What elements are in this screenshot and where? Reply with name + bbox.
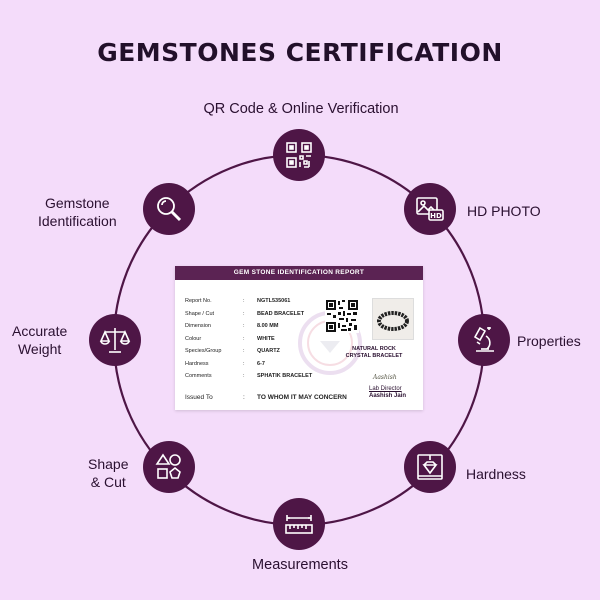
card-row-value: NGTL535061 [257,298,291,304]
card-row-colon: : [243,323,245,329]
card-row-key: Dimension [185,323,211,329]
card-row-key: Species/Group [185,348,222,354]
ruler-icon [275,500,323,548]
card-row-colon: : [243,348,245,354]
label-hd-photo: HD PHOTO [467,203,541,219]
label-accurate-weight: Accurate Weight [12,323,68,357]
card-row-value: QUARTZ [257,348,280,354]
card-row: Comments: SPHATIK BRACELET [185,372,312,380]
microscope-icon [460,316,508,364]
card-row-key: Hardness [185,360,209,367]
card-row-value: WHITE [257,335,275,342]
card-row-colon: : [243,360,245,367]
issued-row: Issued To:TO WHOM IT MAY CONCERN [185,394,347,401]
photo-caption: NATURAL ROCK CRYSTAL BRACELET [345,346,403,359]
diamond-press-icon [406,443,454,491]
label-properties: Properties [517,333,581,349]
card-row: Hardness: 6-7 [185,360,265,368]
card-row: Report No.: NGTL535061 [185,297,290,305]
card-row-key: Shape / Cut [185,310,215,317]
card-row-key: Colour [185,335,202,342]
scales-icon [91,316,139,364]
card-row-value: 8.00 MM [257,323,279,329]
shapes-icon [145,443,193,491]
lab-director: Lab Director Aashish Jain [369,386,407,399]
label-gemstone-identification: Gemstone Identification [38,195,117,229]
label-hardness: Hardness [466,466,526,482]
card-header: GEM STONE IDENTIFICATION REPORT [175,266,423,280]
card-row-colon: : [243,373,245,379]
card-row: Species/Group: QUARTZ [185,347,280,355]
hd-photo-icon: HD [406,185,454,233]
page-title: GEMSTONES CERTIFICATION [97,38,503,67]
card-row: Shape / Cut: BEAD BRACELET [185,310,304,318]
card-row-value: 6-7 [257,360,265,367]
label-shape-cut: Shape & Cut [88,456,129,490]
card-row-colon: : [243,335,245,342]
card-row-colon: : [243,310,245,317]
label-qr: QR Code & Online Verification [203,101,399,117]
card-row-key: Report No. [185,298,212,304]
card-row: Colour: WHITE [185,335,275,343]
label-measurements: Measurements [252,557,348,573]
card-row-value: BEAD BRACELET [257,310,305,317]
card-row-colon: : [243,298,245,304]
bracelet-photo [372,298,414,340]
signature: Aashish [373,374,397,381]
magnifier-icon [145,185,193,233]
card-row-value: SPHATIK BRACELET [257,373,313,379]
qr-code-icon [275,131,323,179]
certificate-card: GEM STONE IDENTIFICATION REPORT Report N… [175,266,423,410]
card-qr-code [325,299,359,333]
card-row: Dimension: 8.00 MM [185,322,278,330]
card-row-key: Comments [185,373,212,379]
svg-text:HD: HD [430,212,442,220]
